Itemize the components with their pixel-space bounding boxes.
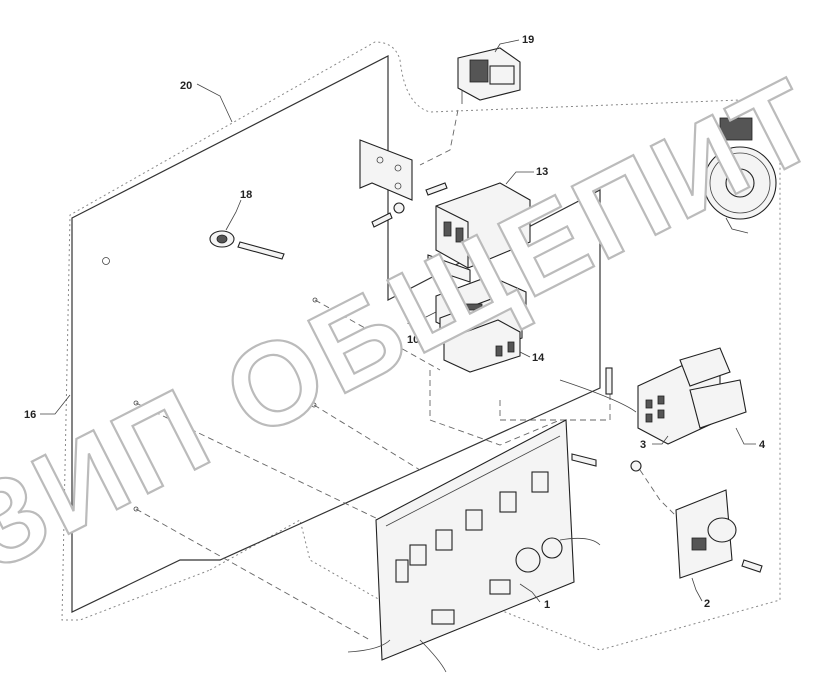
callout-14: 14 xyxy=(532,352,545,364)
assembly-line xyxy=(314,299,441,371)
relay-assembly xyxy=(559,347,747,445)
callout-10: 10 xyxy=(407,334,419,346)
control-board-part-1 xyxy=(347,419,601,673)
callout-16: 16 xyxy=(24,409,36,421)
assembly-line xyxy=(135,508,371,641)
panel-hole xyxy=(311,402,317,408)
contactor-part-13 xyxy=(427,182,531,283)
callout-4: 4 xyxy=(759,439,766,451)
panel-hole xyxy=(133,506,139,512)
callout-1: 1 xyxy=(544,599,550,611)
leader-line xyxy=(419,311,437,321)
mounting-bracket xyxy=(359,139,448,228)
leader-line xyxy=(196,83,233,123)
small-board-part-2 xyxy=(630,460,763,579)
leader-line xyxy=(505,171,534,185)
assembly-line xyxy=(429,370,561,446)
callout-3: 3 xyxy=(640,439,646,451)
auxiliary-blocks xyxy=(435,275,527,373)
assembly-line xyxy=(419,109,459,166)
leader-line xyxy=(691,577,703,602)
leader-line xyxy=(225,199,242,231)
callout-18: 19 xyxy=(522,34,534,46)
callout-13: 13 xyxy=(536,166,548,178)
leader-line xyxy=(725,217,749,234)
leader-line xyxy=(519,351,531,358)
mounting-panel xyxy=(71,55,601,613)
panel-hole xyxy=(133,400,139,406)
leader-line xyxy=(40,394,71,415)
assembly-line xyxy=(135,402,381,521)
assembly-line xyxy=(313,404,421,471)
leader-line xyxy=(519,583,541,603)
leader-line xyxy=(652,435,669,445)
callout-17: 18 xyxy=(240,189,252,201)
leader-line xyxy=(735,427,756,445)
grommet-part-17 xyxy=(209,230,285,260)
assembly-line xyxy=(639,469,681,521)
leader-line xyxy=(419,333,441,340)
panel-hole xyxy=(102,257,110,265)
callout-2: 2 xyxy=(704,598,710,610)
assembly-line xyxy=(499,380,611,421)
callout-12: 12 xyxy=(407,315,419,327)
knob-part-20 xyxy=(703,117,777,220)
switch-part-18 xyxy=(457,47,521,104)
leader-line xyxy=(494,39,520,53)
panel-hole xyxy=(312,297,318,303)
callout-19: 20 xyxy=(180,80,192,92)
